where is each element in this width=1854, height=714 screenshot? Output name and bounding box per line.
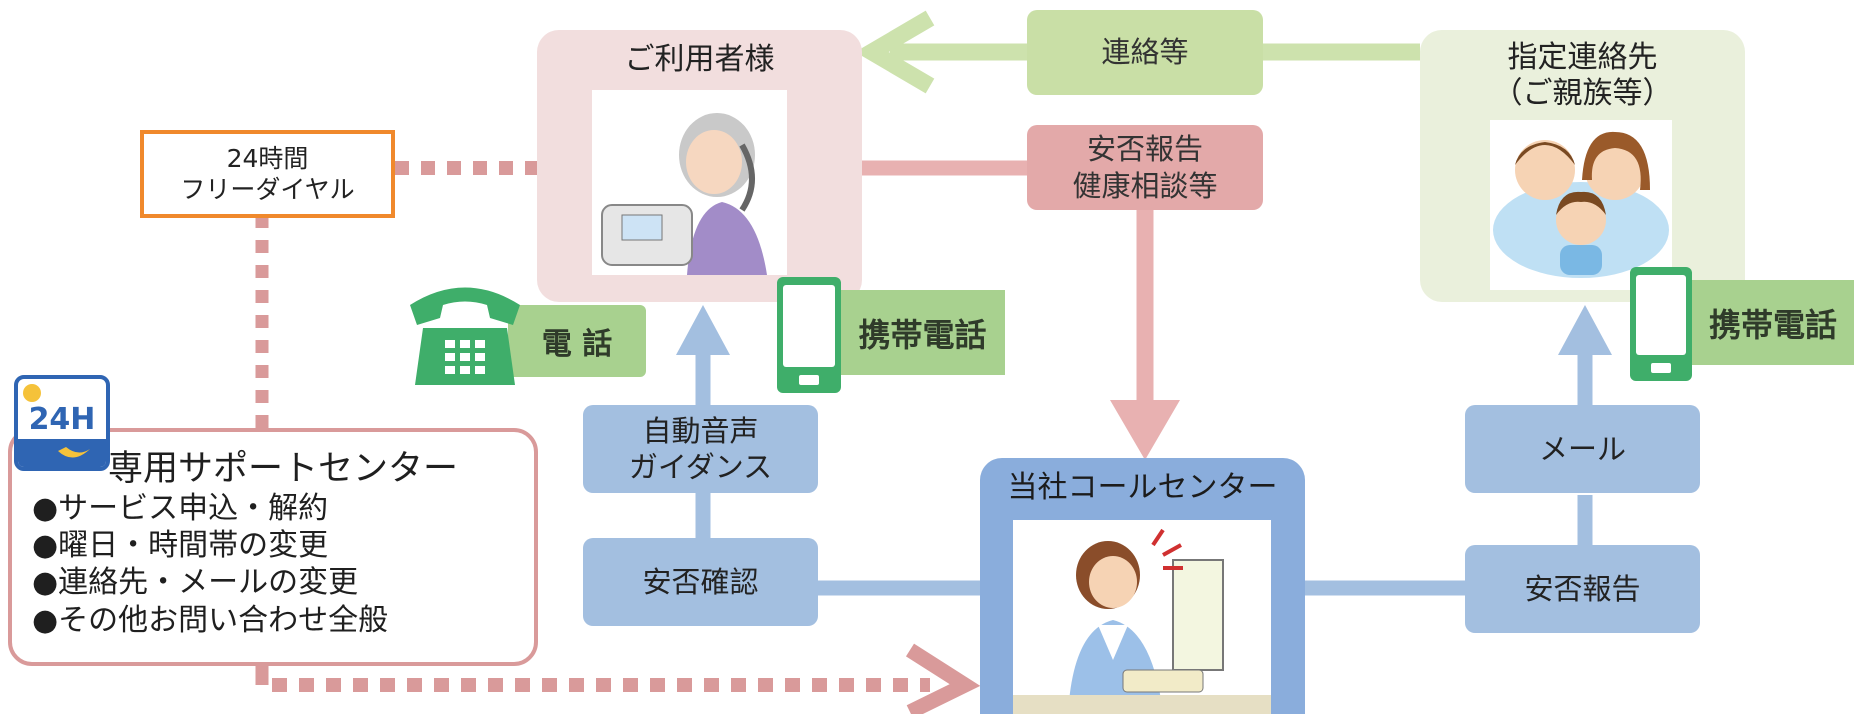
anpi-report-consult-label: 安否報告 健康相談等 (1027, 125, 1263, 210)
support-center-title: 専用サポートセンター (108, 449, 459, 489)
support-item: ●曜日・時間帯の変更 (32, 528, 329, 564)
phone-tag: 電 話 (508, 305, 646, 377)
mobile-phone-icon-left (775, 275, 843, 395)
24h-badge-text: 24H (29, 402, 96, 437)
mobile-phone-icon-right (1628, 265, 1694, 383)
voice-guide-arrowhead (676, 305, 730, 355)
family-illustration (1490, 120, 1672, 290)
operator-illustration (1013, 520, 1271, 714)
24h-badge-icon: 24H (14, 375, 110, 471)
mail-label: メール (1465, 405, 1700, 493)
elderly-woman-phone-illustration (592, 90, 787, 275)
support-item: ●その他お問い合わせ全般 (32, 602, 389, 638)
support-dotted-arrowhead (905, 643, 981, 714)
renraku-label: 連絡等 (1027, 10, 1263, 95)
mobile-tag-right: 携帯電話 (1692, 280, 1854, 365)
renraku-arrowhead (855, 10, 935, 94)
telephone-icon (405, 270, 525, 390)
mail-arrowhead (1558, 305, 1612, 355)
contact-title: 指定連絡先 （ご親族等） (1492, 40, 1673, 111)
anpi-report-label: 安否報告 (1465, 545, 1700, 633)
support-item: ●サービス申込・解約 (32, 491, 329, 526)
mobile-tag-left: 携帯電話 (840, 290, 1005, 375)
freedial-box: 24時間 フリーダイヤル (140, 130, 395, 218)
user-title: ご利用者様 (624, 42, 775, 77)
support-item: ●連絡先・メールの変更 (32, 565, 359, 601)
support-center-list: ●サービス申込・解約 ●曜日・時間帯の変更 ●連絡先・メールの変更 ●その他お問… (32, 490, 532, 639)
voice-guidance-label: 自動音声 ガイダンス (583, 405, 818, 493)
anpi-check-label: 安否確認 (583, 538, 818, 626)
anpi-top-arrowhead (1110, 400, 1180, 460)
callcenter-title: 当社コールセンター (1007, 470, 1278, 505)
